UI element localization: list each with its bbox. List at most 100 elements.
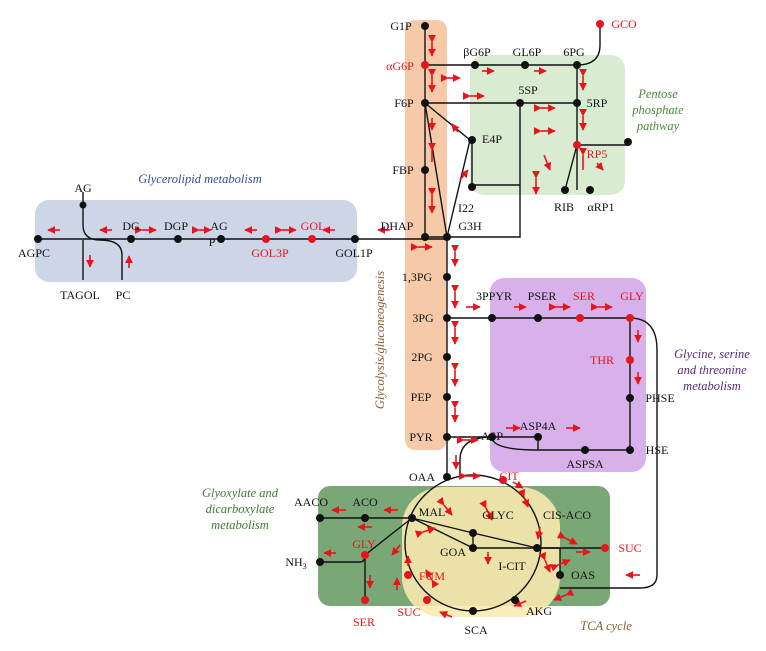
node-akg — [511, 596, 519, 604]
label-ser-bottom: SER — [353, 615, 375, 629]
node-3ppyr — [488, 314, 496, 322]
label-aaco: AACO — [294, 495, 328, 509]
node-nh3 — [316, 558, 324, 566]
label-ag-top: AG — [74, 181, 92, 195]
label-dhap: DHAP — [381, 219, 414, 233]
label-e4p: E4P — [482, 132, 502, 146]
glycine-serine-threonine-region — [490, 278, 646, 472]
label-nh3-main: NH — [285, 555, 303, 569]
node-rp5-out — [624, 138, 632, 146]
node-goa — [469, 544, 477, 552]
node-suc-bottom — [423, 596, 431, 604]
node-pep — [443, 393, 451, 401]
label-a-g6p: αG6P — [386, 59, 414, 73]
glycine-title-line3: metabolism — [683, 379, 741, 393]
node-ser-top — [576, 314, 584, 322]
node-rib — [561, 186, 569, 194]
node-phse — [626, 394, 634, 402]
label-gco: GCO — [611, 17, 637, 31]
label-3ppyr: 3PPYR — [476, 289, 512, 303]
node-cis-aco — [533, 544, 541, 552]
label-dg: DG — [122, 219, 140, 233]
label-gol1p: GOL1P — [335, 246, 373, 260]
label-asp: ASP — [481, 429, 503, 443]
label-nh3-subscript: 3 — [303, 562, 307, 571]
label-fbp: FBP — [392, 163, 414, 177]
label-thr: THR — [590, 353, 614, 367]
label-rib: RIB — [554, 200, 574, 214]
label-oaa: OAA — [409, 470, 435, 484]
label-gol: GOL — [301, 219, 326, 233]
glycerolipid-title: Glycerolipid metabolism — [138, 172, 261, 186]
node-suc-right — [601, 544, 609, 552]
label-agp-b: P — [209, 235, 216, 249]
node-agpc — [34, 235, 42, 243]
node-dg — [127, 235, 135, 243]
label-phse: PHSE — [645, 391, 674, 405]
label-f6p: F6P — [394, 96, 414, 110]
node-gly-top — [626, 314, 634, 322]
node-5sp — [516, 99, 524, 107]
pentose-phosphate-region — [470, 55, 625, 195]
node-f6p — [421, 99, 429, 107]
label-hse: HSE — [646, 443, 669, 457]
tca-title: TCA cycle — [580, 619, 632, 633]
label-gol3p: GOL3P — [251, 246, 289, 260]
glyoxylate-title-line3: metabolism — [211, 518, 269, 532]
pentose-title-line1: Pentose — [637, 87, 678, 101]
label-agpc: AGPC — [18, 246, 50, 260]
label-gl6p: GL6P — [513, 45, 542, 59]
node-asp4a — [534, 433, 542, 441]
label-cit: CIT — [499, 469, 519, 483]
node-aco — [361, 514, 369, 522]
node-5rp — [573, 99, 581, 107]
label-arp1: αRP1 — [588, 200, 615, 214]
node-g1p — [421, 22, 429, 30]
glycerolipid-region — [35, 200, 357, 282]
label-fum: FUM — [419, 569, 445, 583]
label-sca: SCA — [464, 623, 488, 637]
pathway-regions — [35, 20, 646, 617]
label-cis-aco: CIS-ACO — [543, 508, 591, 522]
label-b-g6p: βG6P — [463, 45, 491, 59]
label-2pg: 2PG — [411, 350, 433, 364]
node-2pg — [443, 353, 451, 361]
node-6pg — [573, 61, 581, 69]
label-suc-bottom: SUC — [397, 605, 420, 619]
label-akg: AKG — [526, 604, 552, 618]
node-gco — [596, 20, 604, 28]
node-arp1 — [586, 186, 594, 194]
label-suc-right: SUC — [618, 541, 641, 555]
node-g3h — [443, 233, 451, 241]
node-aaco — [316, 514, 324, 522]
label-gly-bottom: GLY — [352, 537, 376, 551]
node-aspsa — [581, 446, 589, 454]
node-thr — [626, 356, 634, 364]
label-glyc: GLYC — [482, 508, 513, 522]
metabolite-labels: G1P αG6P F6P FBP DHAP G3H βG6P GL6P 6PG … — [18, 17, 675, 637]
label-rp5: RP5 — [587, 147, 608, 161]
node-fbp — [421, 166, 429, 174]
label-pser: PSER — [528, 289, 557, 303]
label-mal: MAL — [419, 505, 446, 519]
glyoxylate-title-line2: dicarboxylate — [206, 502, 275, 516]
node-pyr — [443, 433, 451, 441]
label-i-cit: I-CIT — [498, 559, 526, 573]
node-dgp — [174, 235, 182, 243]
label-g3h: G3H — [458, 219, 482, 233]
node-agp — [217, 235, 225, 243]
pentose-title-line3: pathway — [636, 119, 680, 133]
metabolite-nodes — [34, 20, 634, 615]
label-aco: ACO — [352, 495, 378, 509]
label-gly-top: GLY — [620, 289, 644, 303]
node-3pg — [443, 314, 451, 322]
tca-region — [402, 487, 560, 617]
label-oas: OAS — [571, 568, 595, 582]
label-pc: PC — [116, 288, 131, 302]
node-gol1p — [351, 235, 359, 243]
label-3pg: 3PG — [412, 311, 434, 325]
node-gol3p — [262, 235, 270, 243]
node-ag-top — [79, 201, 87, 209]
pentose-title-line2: phosphate — [631, 103, 684, 117]
